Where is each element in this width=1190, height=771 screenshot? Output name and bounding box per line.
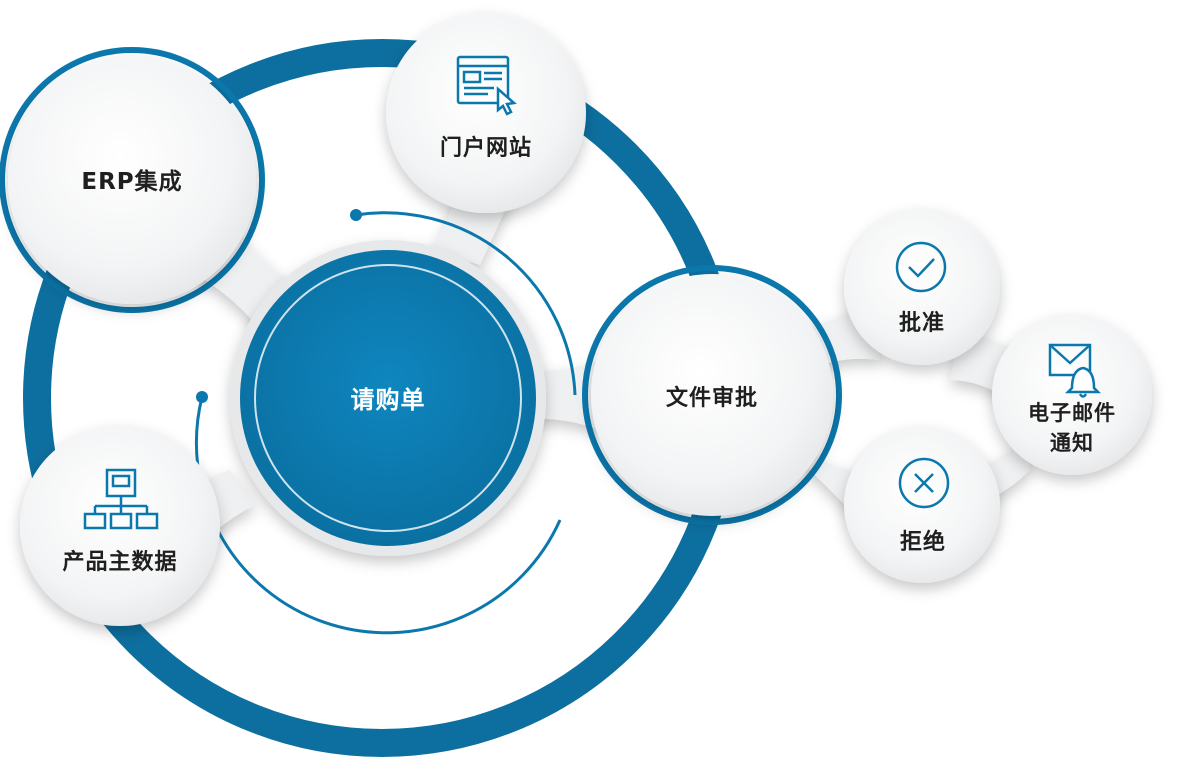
erp-node-outline: [0, 47, 265, 313]
center-node[interactable]: [240, 250, 536, 546]
review-node-outline: [582, 265, 842, 525]
hierarchy-icon: [83, 468, 159, 530]
reject-label: 拒绝: [899, 530, 946, 555]
check-circle-icon: [895, 241, 947, 293]
portal-label: 门户网站: [439, 136, 532, 161]
portal-node[interactable]: [386, 13, 586, 213]
email-node[interactable]: [992, 315, 1152, 475]
inner-arc-top: [355, 211, 577, 396]
email-label-line2: 通知: [1050, 431, 1094, 455]
mail-bell-icon: [1048, 343, 1102, 398]
erp-node[interactable]: [8, 56, 256, 304]
web-pointer-icon: [456, 55, 517, 116]
review-label: 文件审批: [665, 386, 758, 411]
reject-node[interactable]: [844, 427, 1000, 583]
inner-arc-dot-left: [196, 391, 208, 403]
master-data-label: 产品主数据: [62, 550, 178, 575]
approve-label: 批准: [898, 311, 945, 336]
master-data-node[interactable]: [20, 426, 220, 626]
erp-label: ERP集成: [81, 169, 183, 195]
approve-node[interactable]: [844, 209, 1000, 365]
x-circle-icon: [898, 457, 950, 509]
email-label-line1: 电子邮件: [1028, 401, 1116, 425]
review-node[interactable]: [591, 274, 833, 516]
center-label: 请购单: [350, 386, 426, 414]
inner-arc-dot-top: [350, 209, 362, 221]
center-inner-line: [254, 264, 522, 532]
